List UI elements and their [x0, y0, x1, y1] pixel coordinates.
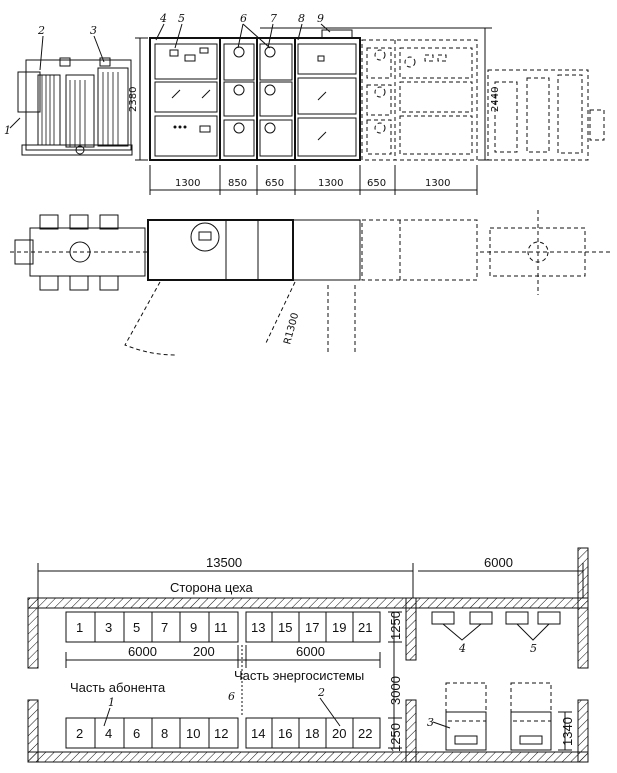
cell-20: 20	[332, 726, 346, 741]
cell-14: 14	[251, 726, 265, 741]
transformer-plan-right	[480, 210, 610, 295]
transformer-left	[17, 57, 133, 156]
cell-11: 11	[214, 620, 228, 635]
callout-3: 3	[90, 24, 97, 37]
cell-1: 1	[76, 620, 83, 635]
dim-v-1250-bottom: 1250	[388, 723, 403, 752]
plan-callout-6: 6	[228, 690, 235, 703]
transformer-right-dashed	[487, 69, 605, 161]
cell-6: 6	[133, 726, 140, 741]
cell-22: 22	[358, 726, 372, 741]
transformer-plan-left	[10, 214, 150, 291]
dim-height-left: 2380	[128, 87, 139, 112]
dim-right-6000: 6000	[296, 644, 325, 659]
dim-h-6: 1300	[425, 178, 450, 189]
top-plan-view: R1300	[10, 210, 610, 356]
callout-9: 9	[317, 12, 324, 25]
callout-7: 7	[270, 12, 277, 25]
front-dimensions	[135, 27, 492, 195]
cell-8: 8	[161, 726, 168, 741]
dim-left-6000: 6000	[128, 644, 157, 659]
callout-1: 1	[4, 124, 11, 137]
label-subscriber: Часть абонента	[70, 680, 166, 695]
plan-callout-2: 2	[317, 686, 325, 699]
callout-5: 5	[178, 12, 185, 25]
dim-h-4: 1300	[318, 178, 343, 189]
plan-callout-3: 3	[427, 716, 434, 729]
cabinets-plan	[124, 219, 478, 356]
cell-3: 3	[105, 620, 112, 635]
dim-h-1: 1300	[175, 178, 200, 189]
dim-total-right: 6000	[484, 555, 513, 570]
switchgear-solid	[149, 29, 361, 161]
floor-plan: 13500 6000 Сторона цеха 1 3 5 7 9 11 13 …	[27, 547, 589, 763]
dim-total-left: 13500	[206, 555, 242, 570]
cell-7: 7	[161, 620, 168, 635]
cell-10: 10	[186, 726, 200, 741]
cell-16: 16	[278, 726, 292, 741]
callout-2: 2	[37, 24, 45, 37]
cell-12: 12	[214, 726, 228, 741]
label-power-system: Часть энергосистемы	[234, 668, 364, 683]
cell-21: 21	[358, 620, 372, 635]
side-label: Сторона цеха	[170, 580, 254, 595]
plan-callout-5: 5	[530, 642, 537, 655]
dim-v-1250-top: 1250	[388, 611, 403, 640]
plan-callout-4: 4	[458, 642, 466, 655]
dim-v-1340: 1340	[560, 717, 575, 746]
cell-2: 2	[76, 726, 83, 741]
cell-18: 18	[305, 726, 319, 741]
cell-5: 5	[133, 620, 140, 635]
cell-19: 19	[332, 620, 346, 635]
cell-17: 17	[305, 620, 319, 635]
callout-6: 6	[240, 12, 247, 25]
cell-13: 13	[251, 620, 265, 635]
radius-label: R1300	[282, 312, 301, 346]
dim-h-2: 850	[228, 178, 247, 189]
switchgear-dashed	[361, 39, 478, 161]
dim-mid-200: 200	[193, 644, 215, 659]
cell-9: 9	[190, 620, 197, 635]
callout-4: 4	[159, 12, 167, 25]
bottom-row-cells	[65, 717, 381, 749]
top-row-cells	[65, 611, 381, 643]
cell-4: 4	[105, 726, 112, 741]
dim-h-5: 650	[367, 178, 386, 189]
dim-h-3: 650	[265, 178, 284, 189]
dim-v-3000: 3000	[388, 676, 403, 705]
dim-height-right: 2440	[490, 87, 501, 112]
callout-8: 8	[298, 12, 305, 25]
plan-callout-1: 1	[108, 696, 115, 709]
front-view: 1300 850 650 1300 650 1300 2380 2440 1 2…	[4, 12, 605, 195]
cell-15: 15	[278, 620, 292, 635]
